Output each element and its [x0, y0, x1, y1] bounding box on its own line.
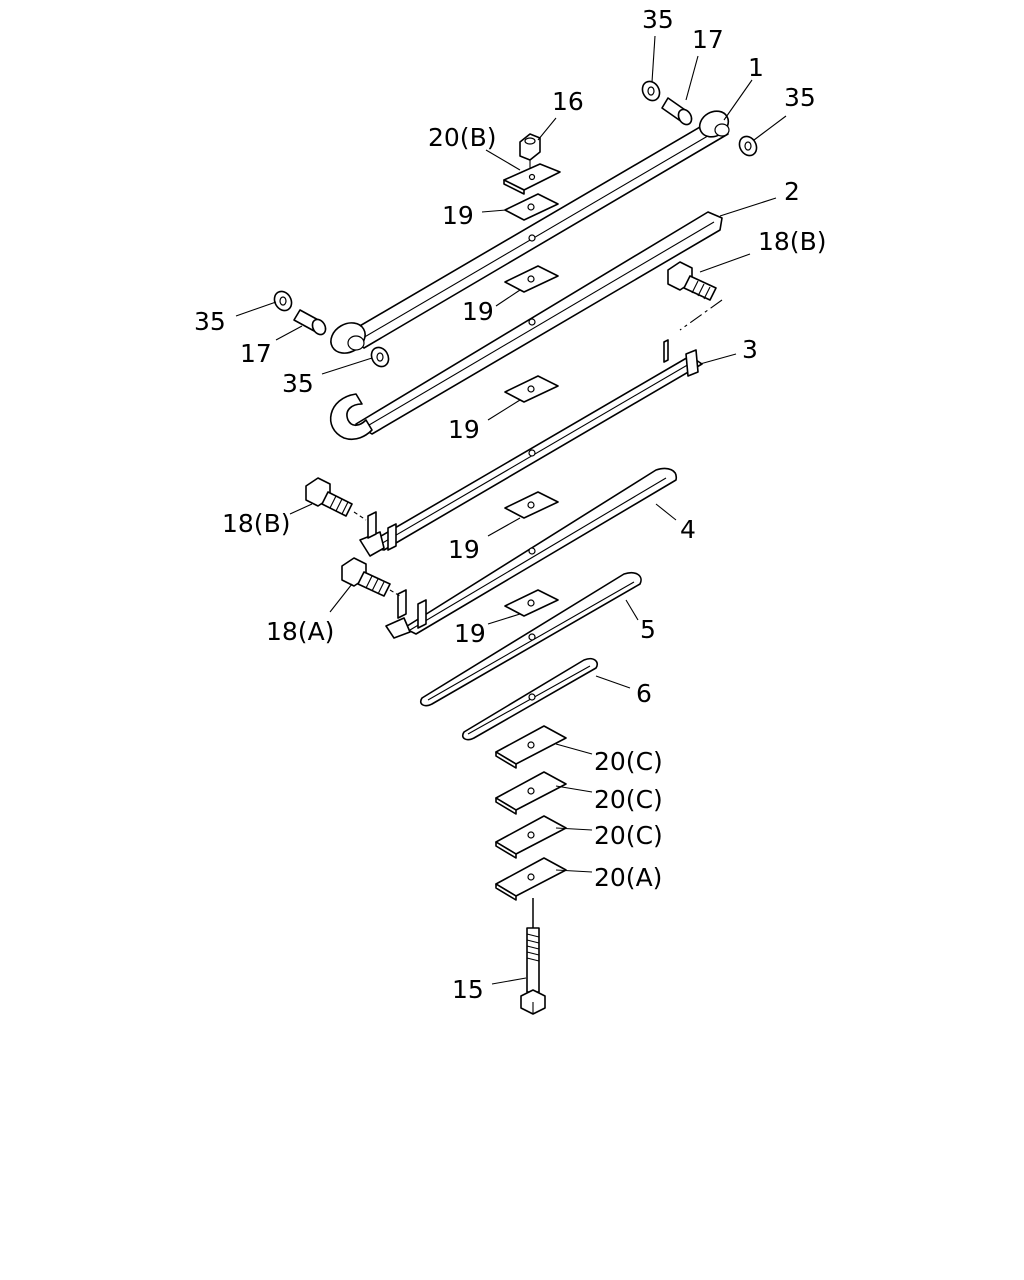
shim-20c-2	[495, 771, 567, 815]
pad-19-d	[504, 491, 559, 519]
callout-3: 3	[742, 335, 758, 364]
callout-20b-top: 20(B)	[428, 123, 496, 152]
pad-19-c	[504, 375, 559, 403]
callout-35-right: 35	[784, 83, 816, 112]
callout-5: 5	[640, 615, 656, 644]
callout-20a: 20(A)	[594, 863, 662, 892]
leader-lines	[235, 35, 787, 985]
callout-6: 6	[636, 679, 652, 708]
callout-1: 1	[748, 53, 764, 82]
shim-20c-3	[495, 815, 567, 859]
callout-18b-left: 18(B)	[222, 509, 290, 538]
bolt-18a	[341, 557, 391, 597]
callout-20c-2: 20(C)	[594, 785, 663, 814]
washer-35-left-bottom	[370, 346, 390, 368]
callout-19-d: 19	[448, 535, 480, 564]
pad-19-a	[504, 193, 559, 221]
plate-20b	[503, 163, 561, 195]
leaf-4	[385, 467, 678, 639]
pad-19-b	[504, 265, 559, 293]
bushing-17-left	[293, 309, 327, 336]
callout-35-top: 35	[642, 5, 674, 34]
callout-18b-right: 18(B)	[758, 227, 826, 256]
leaf-3	[359, 339, 703, 557]
callout-19-b: 19	[462, 297, 494, 326]
callout-16: 16	[552, 87, 584, 116]
callout-18a: 18(A)	[266, 617, 334, 646]
pad-19-e	[504, 589, 559, 617]
callout-20c-1: 20(C)	[594, 747, 663, 776]
shim-20a	[495, 857, 567, 901]
leaf-2	[329, 211, 723, 441]
callout-15: 15	[452, 975, 484, 1004]
callout-19-c: 19	[448, 415, 480, 444]
center-bolt-15	[520, 898, 546, 1015]
callout-35-left: 35	[194, 307, 226, 336]
callout-17-left: 17	[240, 339, 272, 368]
bushing-17-top	[661, 97, 693, 126]
leaf-6	[461, 657, 599, 741]
washer-35-top	[641, 80, 661, 102]
washer-35-left-top	[273, 290, 293, 312]
callout-19-e: 19	[454, 619, 486, 648]
callout-35-left-bottom: 35	[282, 369, 314, 398]
callout-4: 4	[680, 515, 696, 544]
bolt-18b-right	[667, 261, 717, 301]
washer-35-right	[738, 135, 758, 157]
shim-20c-1	[495, 725, 567, 769]
callout-17-top: 17	[692, 25, 724, 54]
callout-19-a: 19	[442, 201, 474, 230]
callout-2: 2	[784, 177, 800, 206]
callout-20c-3: 20(C)	[594, 821, 663, 850]
nut-16	[519, 133, 541, 161]
callout-labels: 35 17 1 35 16 20(B) 19 2 18(B) 19 35 17 …	[194, 5, 826, 1004]
bolt-18b-left	[305, 477, 353, 517]
